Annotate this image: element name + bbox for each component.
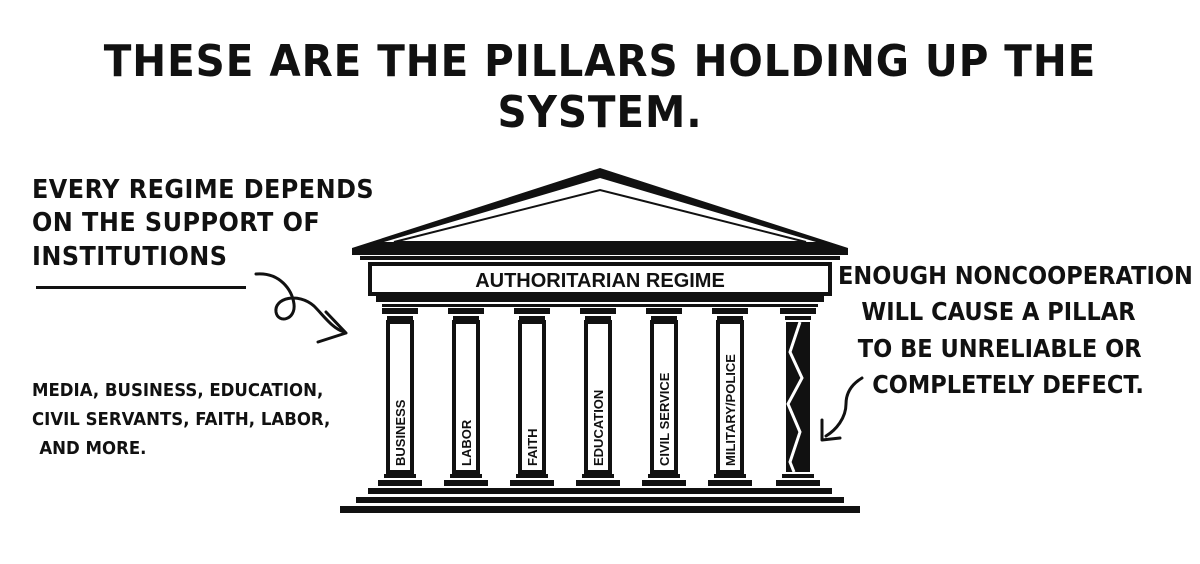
institutions-note-line-1: EVERY REGIME DEPENDS [32, 175, 375, 205]
pillar-label: CIVIL SERVICE [657, 372, 672, 466]
pillar-label: BUSINESS [393, 399, 408, 466]
regime-label: AUTHORITARIAN REGIME [475, 270, 725, 292]
temple-entablature: AUTHORITARIAN REGIME [368, 262, 832, 307]
pillar-label: MILITARY/POLICE [723, 354, 738, 466]
noncooperation-note-line-2: WILL CAUSE A PILLAR [861, 297, 1136, 327]
institutions-note-line-2: ON THE SUPPORT OF [32, 208, 321, 239]
list-note-line-3: AND MORE. [39, 438, 147, 460]
institutions-word: INSTITUTIONS [32, 241, 228, 272]
broken-pillar [776, 308, 820, 486]
temple-pediment [352, 168, 848, 260]
pillar: MILITARY/POLICE [708, 308, 752, 486]
pillar: CIVIL SERVICE [642, 308, 686, 486]
defect-arrow [820, 376, 864, 442]
noncooperation-note-line-3: TO BE UNRELIABLE OR [857, 333, 1142, 363]
pillar: EDUCATION [576, 308, 620, 486]
list-note-line-2: CIVIL SERVANTS, FAITH, LABOR, [32, 409, 331, 431]
institutions-arrow [254, 272, 348, 344]
pillar: BUSINESS [378, 308, 422, 486]
pillar: FAITH [510, 308, 554, 486]
page-title: THESE ARE THE PILLARS HOLDING UP THE SYS… [103, 36, 1097, 138]
list-note-line-1: MEDIA, BUSINESS, EDUCATION, [32, 380, 324, 401]
institutions-underline [36, 286, 246, 289]
pillar-label: EDUCATION [591, 390, 606, 466]
institutions-list-note: MEDIA, BUSINESS, EDUCATION, CIVIL SERVAN… [32, 376, 330, 463]
pillar-label: FAITH [525, 428, 540, 466]
pillar: LABOR [444, 308, 488, 486]
pillar-label: LABOR [459, 419, 474, 466]
temple-base [340, 488, 860, 513]
institutions-note: EVERY REGIME DEPENDS ON THE SUPPORT OF I… [32, 174, 374, 276]
temple-columns: BUSINESS LABOR FAITH EDUCATION CIVIL SERVICE… [378, 308, 752, 486]
noncooperation-note-line-4: COMPLETELY DEFECT. [872, 369, 1144, 399]
noncooperation-note: ENOUGH NONCOOPERATION WILL CAUSE A PILLA… [838, 258, 1193, 403]
noncooperation-note-line-1: ENOUGH NONCOOPERATION [838, 261, 1193, 290]
